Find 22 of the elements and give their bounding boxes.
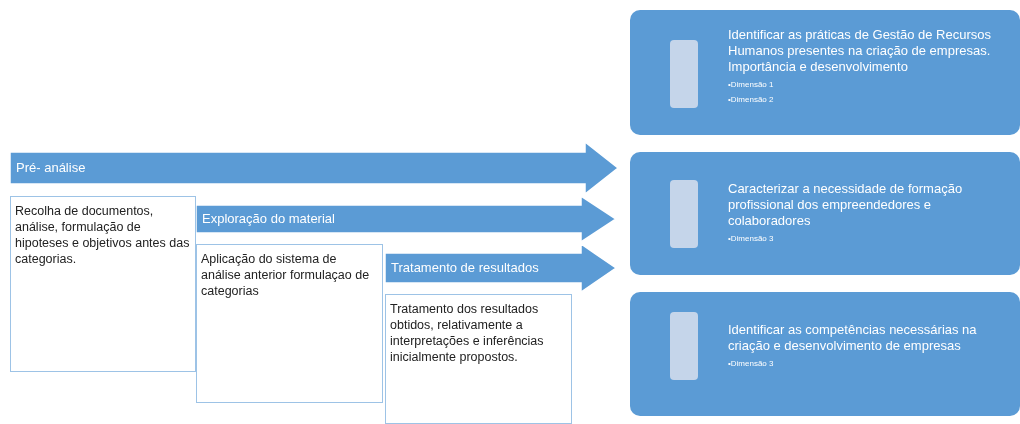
bullet-item: •Dimensão 1 bbox=[728, 79, 775, 91]
objective-text: Identificar as práticas de Gestão de Recursos Humanos presentes na criação de empresas. Importância e desenvolvimento bbox=[728, 27, 993, 75]
objective-text: Caracterizar a necessidade de formação profissional dos empreendedores e colaboradores bbox=[728, 181, 964, 229]
objective-text: Identificar as competências necessárias na criação e desenvolvimento de empresas bbox=[728, 322, 978, 354]
stage-banner bbox=[196, 196, 616, 242]
description-box bbox=[385, 294, 572, 424]
bullet-item: •Dimensão 3 bbox=[728, 358, 775, 370]
description-box bbox=[10, 196, 196, 372]
stage-banner bbox=[10, 142, 618, 194]
description-text: Tratamento dos resultados obtidos, relativamente a interpretações e inferências inicialmente propostos. bbox=[390, 302, 544, 364]
stage-title: Pré- análise bbox=[16, 160, 86, 175]
stage-banner bbox=[385, 244, 616, 292]
bullet-item: •Dimensão 3 bbox=[728, 233, 775, 245]
stage-title: Exploração do material bbox=[202, 211, 335, 226]
stage-title: Tratamento de resultados bbox=[391, 260, 539, 275]
objective-panel bbox=[630, 292, 1020, 416]
bullet-item: •Dimensão 2 bbox=[728, 94, 775, 106]
objective-panel bbox=[630, 10, 1020, 135]
objective-panel bbox=[630, 152, 1020, 275]
description-text: Aplicação do sistema de análise anterior formulaçao de categorias bbox=[201, 252, 370, 298]
description-text: Recolha de documentos, análise, formulação de hipoteses e objetivos antes das categorias. bbox=[15, 204, 190, 266]
description-box bbox=[196, 244, 383, 403]
